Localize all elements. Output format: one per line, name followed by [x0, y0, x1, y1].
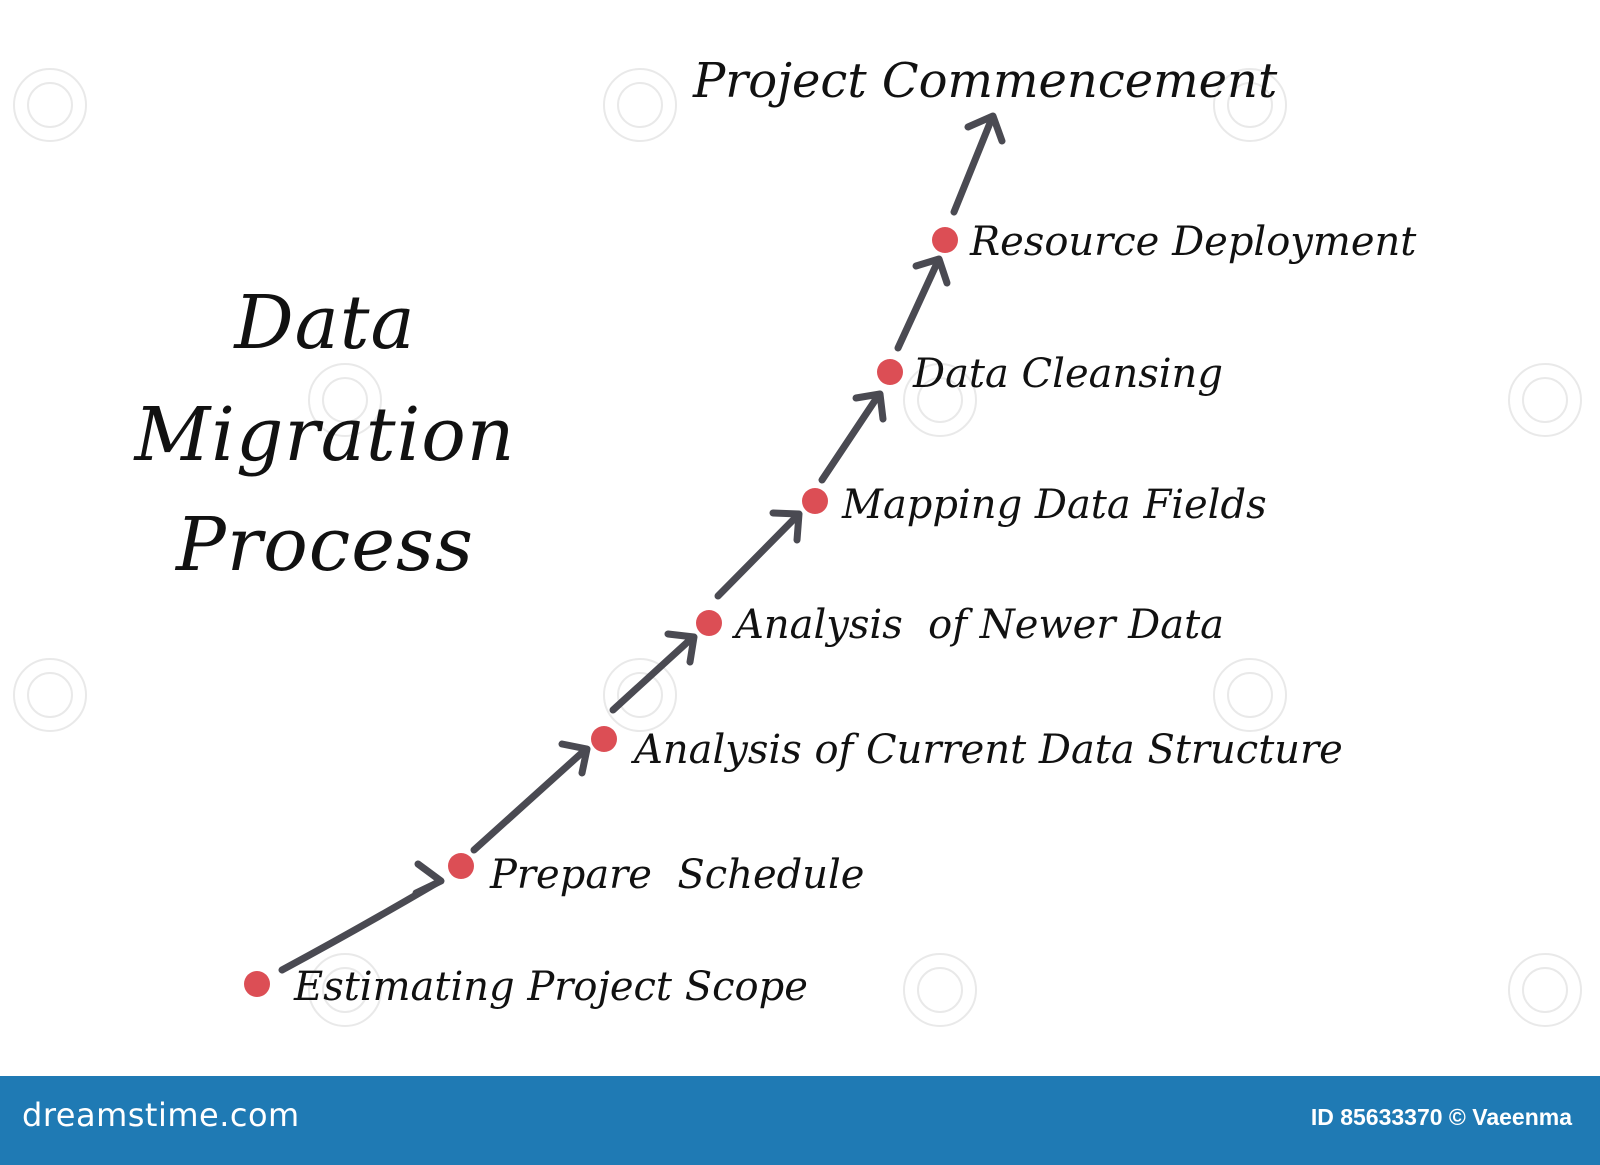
step-label-4: Analysis of Newer Data	[731, 602, 1224, 648]
arrow-5	[818, 390, 887, 484]
step-label-5: Mapping Data Fields	[841, 482, 1267, 528]
arrow-7	[950, 112, 1006, 216]
step-labels: Estimating Project Scope Prepare Schedul…	[293, 219, 1417, 1010]
step-dot-7	[932, 227, 958, 253]
arrow-1	[278, 860, 445, 974]
flow-arrows	[278, 112, 1006, 974]
arrow-6	[894, 255, 951, 352]
arrow-2	[470, 740, 591, 854]
step-dot-2	[448, 853, 474, 879]
diagram-svg: Data Migration Process Project Commencem…	[13, 53, 1582, 1027]
step-label-6: Data Cleansing	[912, 351, 1223, 397]
step-label-7: Resource Deployment	[969, 219, 1417, 265]
step-dot-1	[244, 971, 270, 997]
arrow-3	[609, 630, 698, 714]
goal-label: Project Commencement	[692, 53, 1278, 109]
step-dot-6	[877, 359, 903, 385]
step-label-1: Estimating Project Scope	[293, 964, 808, 1010]
step-dot-4	[696, 610, 722, 636]
step-label-2: Prepare Schedule	[489, 852, 864, 898]
step-label-3: Analysis of Current Data Structure	[630, 727, 1343, 773]
arrow-4	[714, 509, 803, 600]
title-line-2: Migration	[133, 392, 516, 478]
diagram-canvas: Data Migration Process Project Commencem…	[13, 53, 1582, 1027]
step-dots	[244, 227, 958, 997]
watermark-pattern	[13, 68, 1582, 1027]
footer-credit: ID 85633370 © Vaeenma	[1310, 1104, 1572, 1130]
title-line-3: Process	[174, 502, 474, 588]
diagram-title: Data Migration Process	[133, 280, 516, 588]
footer-logo: dreamstime.com	[22, 1096, 300, 1134]
step-dot-5	[802, 488, 828, 514]
footer-bar: dreamstime.com ID 85633370 © Vaeenma	[0, 1076, 1600, 1165]
step-dot-3	[591, 726, 617, 752]
title-line-1: Data	[232, 280, 415, 366]
